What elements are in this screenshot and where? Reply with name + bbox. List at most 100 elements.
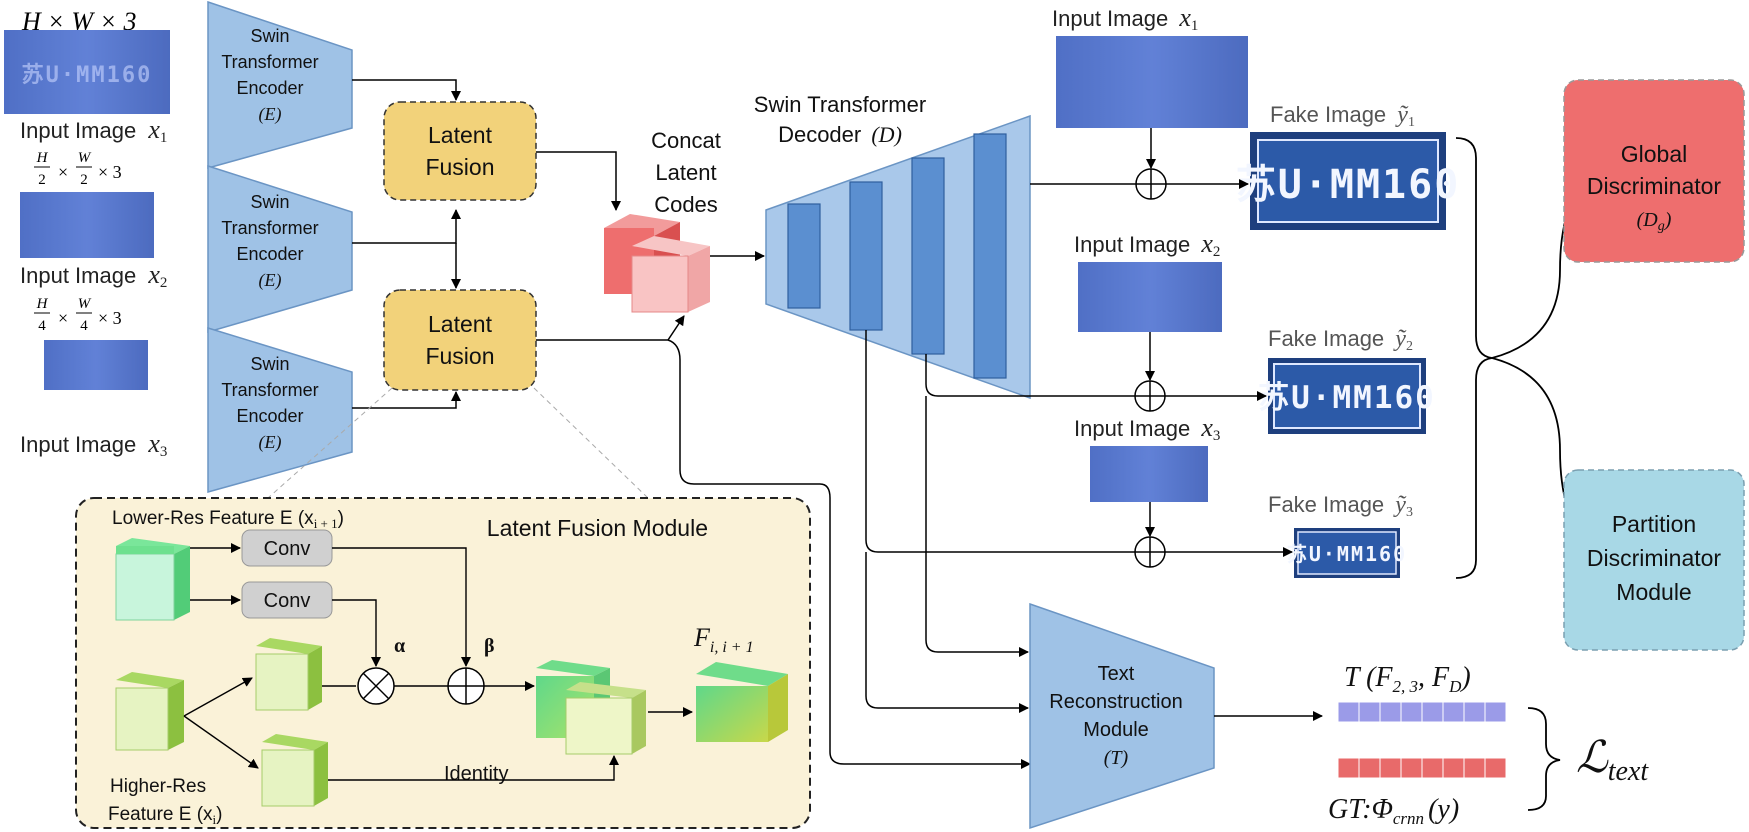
encoder-2: Swin Transformer Encoder (E) (207, 164, 353, 333)
sequence-cell (1358, 757, 1381, 779)
lower-res-cube (115, 538, 190, 621)
output-feature-label: Fi, i + 1 (693, 623, 754, 656)
svg-text:Fusion: Fusion (425, 343, 494, 369)
concat-label-3: Codes (654, 192, 718, 217)
svg-text:Swin: Swin (250, 354, 289, 374)
svg-text:Reconstruction: Reconstruction (1049, 691, 1182, 713)
svg-text:Encoder: Encoder (236, 78, 303, 98)
split-cube-bottom (261, 734, 328, 807)
lower-res-label: Lower-Res Feature E (xi + 1) (112, 508, 344, 531)
concat-label-1: Concat (651, 128, 721, 153)
ground-truth-label: GT:Φcrnn(y) (1328, 794, 1459, 828)
svg-text:W: W (78, 150, 92, 166)
svg-text:Transformer: Transformer (221, 380, 318, 400)
zoom-guides (267, 387, 649, 499)
add-node-3 (1134, 536, 1166, 568)
svg-text:Discriminator: Discriminator (1587, 545, 1722, 571)
right-input-image-x1 (1056, 36, 1248, 128)
sequence-cell (1379, 757, 1402, 779)
lfm-connectors (183, 543, 693, 781)
input-image-label-1: Input Image x1 (20, 115, 167, 146)
multiply-node (357, 667, 395, 705)
svg-text:×: × (58, 162, 68, 182)
svg-text:(E): (E) (259, 104, 282, 125)
decoder-label-2: Decoder (D) (778, 122, 902, 147)
input-image-x1-left: 苏U·MM160 (4, 30, 170, 114)
encoder-1: Swin Transformer Encoder (E) (207, 0, 353, 169)
prediction-sequence-bar (1337, 701, 1507, 723)
higher-res-label-2: Feature E (xi) (108, 804, 223, 827)
fake-label-3: Fake Image ỹ3 (1268, 492, 1413, 520)
fake-plate-text-3: 苏U·MM160 (1287, 542, 1407, 566)
sequence-cell (1379, 701, 1402, 723)
conv-box-1: Conv (241, 529, 333, 567)
partition-discriminator-module: Partition Discriminator Module (1563, 469, 1745, 651)
higher-res-cube (115, 672, 184, 751)
global-discriminator: Global Discriminator (Dg) (1563, 79, 1745, 263)
sequence-cell (1442, 701, 1465, 723)
conv-box-2: Conv (241, 581, 333, 619)
svg-text:Swin: Swin (250, 192, 289, 212)
dims-half-res: H 2 × W 2 × 3 (34, 150, 122, 188)
svg-text:4: 4 (38, 318, 46, 334)
fake-image-2: 苏U·MM160 (1258, 358, 1436, 434)
svg-text:×: × (58, 308, 68, 328)
svg-text:Latent: Latent (428, 311, 493, 337)
right-input-image-x2 (1078, 262, 1222, 332)
latent-fusion-1: Latent Fusion (383, 101, 537, 201)
svg-text:Module: Module (1083, 719, 1149, 741)
encoder-3: Swin Transformer Encoder (E) (207, 326, 353, 493)
svg-text:Fusion: Fusion (425, 154, 494, 180)
svg-text:Text: Text (1098, 663, 1135, 685)
right-input-label-3: Input Image x3 (1074, 413, 1220, 444)
decoder-block (765, 114, 1031, 400)
svg-text:4: 4 (80, 318, 88, 334)
fake-label-2: Fake Image ỹ2 (1268, 326, 1413, 354)
svg-text:(T): (T) (1104, 747, 1129, 769)
text-loss-symbol: ℒtext (1576, 733, 1649, 787)
svg-text:× 3: × 3 (98, 162, 122, 182)
svg-text:Partition: Partition (1612, 511, 1696, 537)
lfm-title: Latent Fusion Module (487, 515, 708, 541)
right-input-image-x3 (1090, 446, 1208, 502)
svg-text:H: H (36, 296, 49, 312)
svg-text:Global: Global (1621, 141, 1687, 167)
input-image-label-3: Input Image x3 (20, 429, 167, 460)
split-cube-top (255, 638, 322, 711)
svg-text:Discriminator: Discriminator (1587, 173, 1722, 199)
encoder-fusion-connectors (352, 79, 461, 409)
svg-text:Conv: Conv (264, 538, 311, 560)
fake-plate-text-1: 苏U·MM160 (1236, 162, 1461, 208)
fused-cube (536, 660, 646, 755)
concat-label-2: Latent (655, 160, 716, 185)
add-node-1 (1135, 168, 1167, 200)
svg-text:(Dg): (Dg) (1637, 209, 1672, 234)
text-reconstruction-module: Text Reconstruction Module (T) (1029, 602, 1215, 830)
sequence-cell (1421, 701, 1444, 723)
prediction-label: T (F2, 3, FD) (1344, 662, 1471, 696)
fake-image-3: 苏U·MM160 (1287, 528, 1407, 578)
svg-text:× 3: × 3 (98, 308, 122, 328)
decoder-label-1: Swin Transformer (754, 92, 926, 117)
blurred-plate-text: 苏U·MM160 (22, 62, 153, 88)
sequence-cell (1337, 757, 1360, 779)
svg-text:Swin: Swin (250, 26, 289, 46)
higher-res-label-1: Higher-Res (110, 776, 206, 797)
svg-text:H: H (36, 150, 49, 166)
svg-text:(E): (E) (259, 432, 282, 453)
latent-fusion-2: Latent Fusion (383, 289, 537, 391)
sequence-cell (1337, 701, 1360, 723)
input-image-x2-left (20, 192, 154, 258)
svg-text:Latent: Latent (428, 122, 493, 148)
svg-text:Transformer: Transformer (221, 52, 318, 72)
fake-plate-text-2: 苏U·MM160 (1258, 380, 1436, 416)
input-image-x3-left (44, 340, 148, 390)
right-input-label-1: Input Image x1 (1052, 3, 1198, 34)
fake-image-1: 苏U·MM160 (1236, 132, 1461, 230)
fusion-concat-connectors (536, 151, 1031, 769)
ground-truth-sequence-bar (1337, 757, 1507, 779)
output-feature-cube (696, 662, 788, 742)
svg-text:Encoder: Encoder (236, 244, 303, 264)
input-image-label-2: Input Image x2 (20, 260, 167, 291)
